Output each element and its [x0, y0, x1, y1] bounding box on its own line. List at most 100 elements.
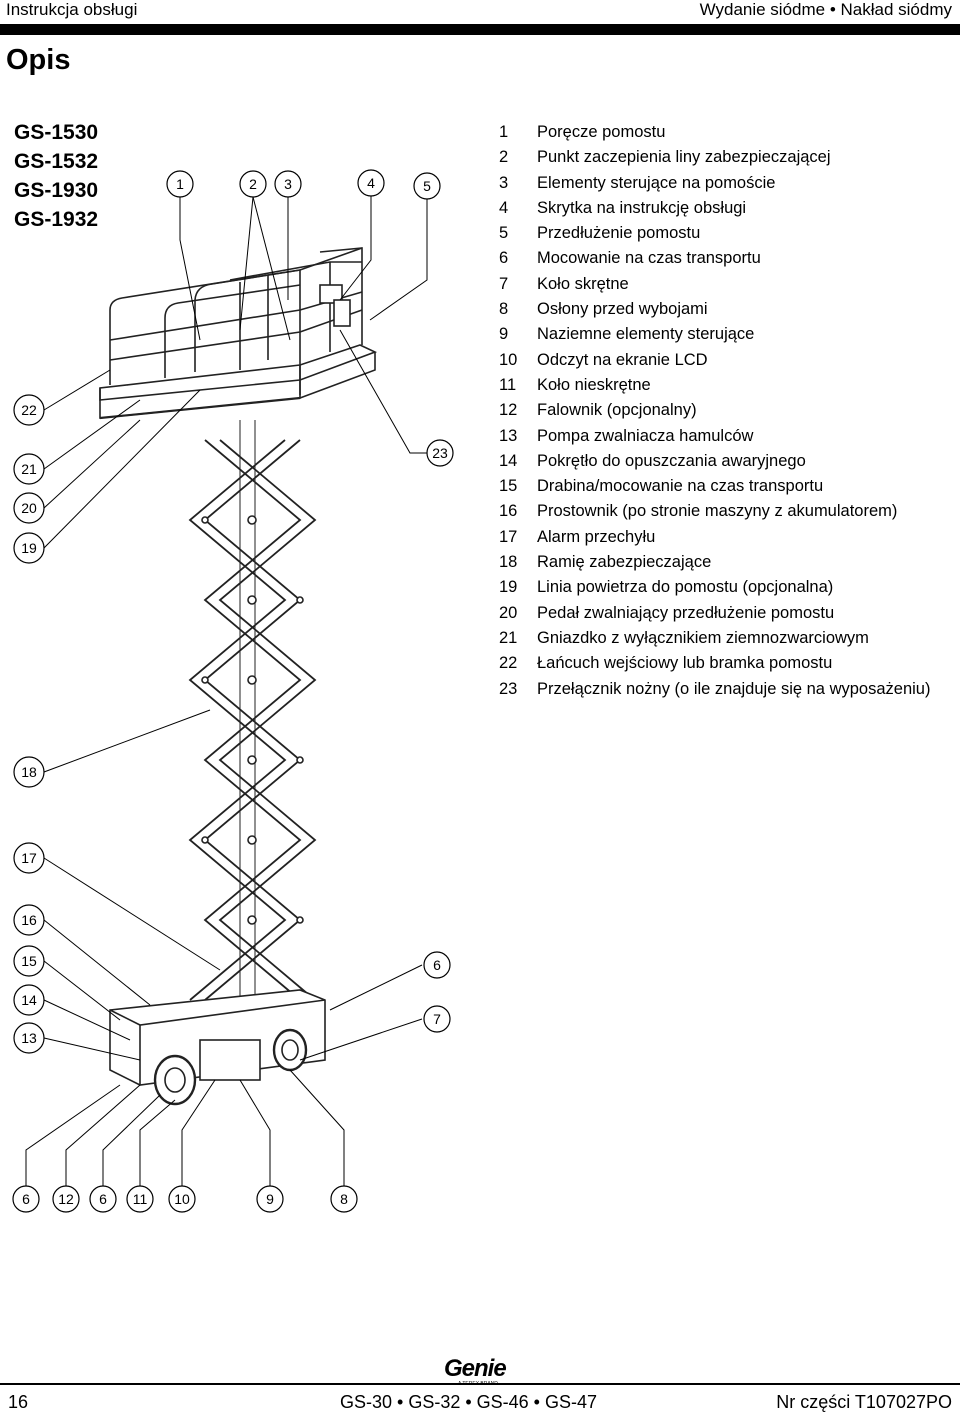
model-name: GS-1930	[14, 179, 99, 202]
legend-number: 1	[499, 123, 509, 141]
model-name: GS-1932	[14, 208, 99, 231]
header-rule	[0, 24, 960, 35]
callout-circle	[13, 984, 45, 1016]
callout-number: 2	[249, 176, 257, 192]
legend-text: Poręcze pomostu	[537, 123, 666, 141]
callout-number: 17	[21, 850, 37, 866]
legend-text: Pedał zwalniający przedłużenie pomostu	[537, 603, 835, 622]
callout-circle	[13, 842, 45, 874]
model-list: GS-1530 GS-1532 GS-1930 GS-1932	[14, 118, 98, 234]
callout-circle	[13, 945, 45, 977]
callout-circle	[13, 1022, 45, 1054]
model-name: GS-1532	[14, 150, 99, 173]
legend-number: 13	[499, 426, 518, 445]
callout-group-top: 1 2 3 4 5	[166, 169, 441, 200]
callout-circle	[426, 439, 454, 467]
legend-text: Przedłużenie pomostu	[537, 224, 701, 243]
legend-number: 20	[499, 603, 518, 622]
genie-logo: Genie A TEREX BRAND	[444, 1355, 516, 1387]
legend-text: Pompa zwalniacza hamulców	[537, 426, 754, 445]
footer-rule	[0, 1383, 960, 1385]
callout-circle	[423, 1005, 451, 1033]
callout-circle	[13, 453, 45, 485]
legend-text: Elementy sterujące na pomoście	[537, 173, 776, 192]
callout-circle	[166, 170, 194, 198]
callout-circle	[89, 1185, 117, 1213]
callout-circle	[13, 394, 45, 426]
callout-number: 22	[21, 402, 37, 418]
legend-number: 23	[499, 679, 518, 698]
legend-text: Punkt zaczepienia liny zabezpieczającej	[537, 148, 831, 167]
legend-number: 7	[499, 274, 509, 293]
callout-group-bottom: 6 12 6 11 10 9 8	[12, 1185, 358, 1213]
lift-drawing	[99, 247, 378, 1106]
legend-number: 10	[499, 350, 518, 369]
callout-number: 8	[340, 1191, 348, 1207]
legend-number: 19	[499, 578, 518, 597]
callout-number: 15	[21, 953, 37, 969]
callout-circle	[13, 904, 45, 936]
legend-text: Odczyt na ekranie LCD	[537, 350, 708, 369]
legend-number: 6	[499, 249, 509, 268]
callout-number: 21	[21, 461, 37, 477]
legend-number: 16	[499, 502, 518, 521]
callout-number: 23	[432, 445, 448, 461]
callout-circle	[330, 1185, 358, 1213]
legend-number: 22	[499, 654, 518, 673]
callout-circle	[13, 532, 45, 564]
logo-wordmark: Genie	[444, 1355, 507, 1382]
legend-number: 5	[499, 224, 509, 243]
callout-number: 6	[433, 957, 441, 973]
section-title: Opis	[6, 44, 71, 76]
callout-number: 6	[99, 1191, 107, 1207]
legend-text: Naziemne elementy sterujące	[537, 325, 755, 344]
callout-number: 5	[423, 178, 431, 194]
legend-text: Koło nieskrętne	[537, 375, 651, 394]
callout-number: 14	[21, 992, 37, 1008]
callout-number: 12	[58, 1191, 74, 1207]
header-edition: Wydanie siódme • Nakład siódmy	[699, 0, 952, 19]
legend-text: Gniazdko z wyłącznikiem ziemnozwarciowym	[537, 628, 869, 647]
callout-circle	[12, 1185, 40, 1213]
legend-text: Drabina/mocowanie na czas transportu	[537, 477, 824, 496]
legend-number: 12	[499, 401, 518, 420]
callout-number: 20	[21, 500, 37, 516]
legend-text: Linia powietrza do pomostu (opcjonalna)	[537, 578, 834, 597]
callout-number: 9	[266, 1191, 274, 1207]
callout-circle	[413, 172, 441, 200]
callout-number: 16	[21, 912, 37, 928]
callout-circle	[274, 170, 302, 198]
legend-number: 2	[499, 148, 509, 167]
callout-circle	[423, 951, 451, 979]
callout-number: 13	[21, 1030, 37, 1046]
callout-number: 3	[284, 176, 292, 192]
header-manual-title: Instrukcja obsługi	[6, 0, 138, 19]
callout-circle	[357, 169, 385, 197]
legend-number: 8	[499, 300, 509, 319]
model-name: GS-1530	[14, 121, 99, 144]
legend-text: Alarm przechyłu	[537, 527, 656, 546]
legend-text: Mocowanie na czas transportu	[537, 249, 761, 268]
legend-text: Przełącznik nożny (o ile znajduje się na…	[537, 679, 931, 698]
callout-number: 6	[22, 1191, 30, 1207]
callout-number: 19	[21, 540, 37, 556]
callout-number: 11	[133, 1191, 148, 1207]
page-number: 16	[8, 1392, 29, 1412]
footer-models: GS-30 • GS-32 • GS-46 • GS-47	[340, 1392, 598, 1412]
callout-circle	[52, 1185, 80, 1213]
callout-circle	[13, 756, 45, 788]
callout-number: 1	[176, 176, 184, 192]
legend-text: Falownik (opcjonalny)	[537, 401, 697, 420]
callout-circle	[13, 492, 45, 524]
legend-number: 18	[499, 553, 518, 572]
callout-circle	[239, 170, 267, 198]
callout-number: 4	[367, 175, 375, 191]
callout-circle	[126, 1185, 154, 1213]
legend-number: 4	[499, 198, 509, 217]
callout-number: 7	[433, 1011, 441, 1027]
legend-text: Pokrętło do opuszczania awaryjnego	[537, 451, 806, 470]
legend-number: 21	[499, 628, 518, 647]
legend-number: 11	[499, 375, 517, 394]
legend-number: 9	[499, 325, 509, 344]
